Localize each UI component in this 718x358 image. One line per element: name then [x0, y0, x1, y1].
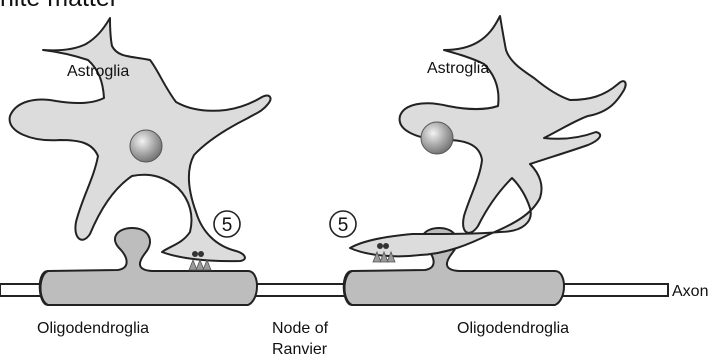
- label-node-of-ranvier-line2: Ranvier: [272, 341, 328, 358]
- myelin-sheath-left: [40, 228, 257, 305]
- header-fragment: nite matter: [0, 0, 118, 12]
- marker-5-left-text: 5: [222, 215, 233, 236]
- astroglia-right-body: [350, 16, 626, 256]
- marker-5-left: 5: [214, 211, 240, 237]
- astroglia-right-cell: [350, 16, 626, 262]
- label-astroglia-left: Astroglia: [67, 63, 129, 80]
- marker-5-right: 5: [330, 211, 356, 237]
- astroglia-left-nucleus: [130, 130, 162, 162]
- label-astroglia-right: Astroglia: [427, 60, 489, 77]
- astroglia-right-nucleus: [421, 122, 453, 154]
- label-node-of-ranvier-line1: Node of: [272, 320, 329, 337]
- label-oligodendroglia-left: Oligodendroglia: [37, 320, 149, 337]
- marker-5-right-text: 5: [338, 215, 349, 236]
- label-oligodendroglia-right: Oligodendroglia: [457, 320, 569, 337]
- oligodendroglia-left: [40, 228, 257, 305]
- label-axon: Axon: [672, 283, 708, 300]
